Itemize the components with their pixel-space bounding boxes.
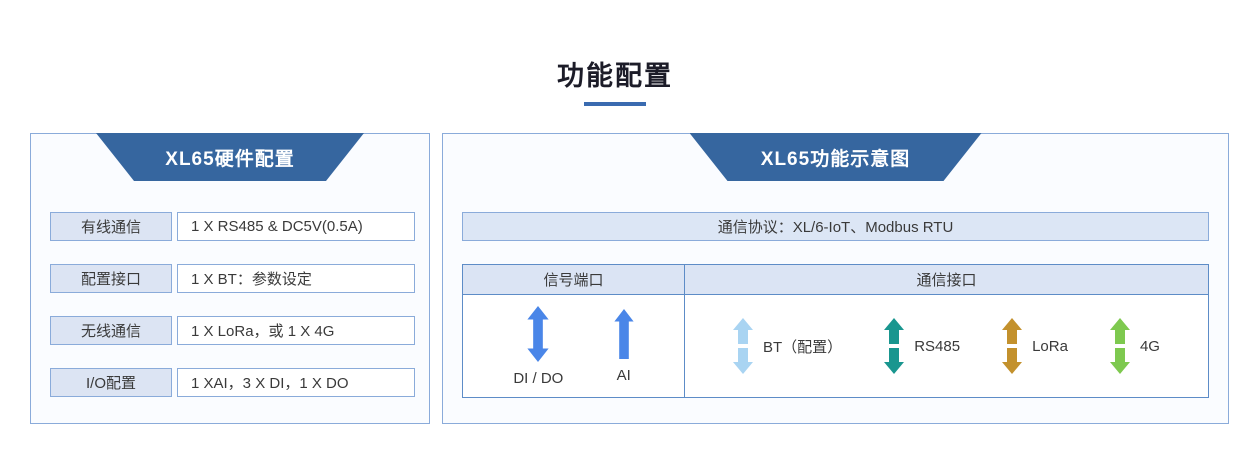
signal-ports-cell: DI / DO AI — [463, 295, 685, 397]
double-arrow-icon — [527, 305, 549, 362]
row-label: I/O配置 — [50, 368, 172, 397]
comm-interface-label: RS485 — [914, 337, 961, 355]
function-panel-title: XL65功能示意图 — [760, 148, 911, 170]
function-table-body: DI / DO AI BT（配置 — [463, 295, 1208, 397]
comm-interface-4g: 4G — [1109, 318, 1160, 374]
page-title-block: 功能配置 — [0, 54, 1230, 106]
split-double-arrow-icon — [1109, 318, 1130, 374]
comm-interface-label: BT（配置） — [763, 338, 843, 356]
signal-port-label: AI — [616, 366, 631, 384]
row-label: 配置接口 — [50, 264, 172, 293]
comm-interface-bt: BT（配置） — [733, 318, 842, 374]
row-value: 1 X BT：参数设定 — [177, 264, 415, 293]
comm-interface-lora: LoRa — [1002, 318, 1068, 374]
comm-interface-label: 4G — [1139, 337, 1160, 355]
hardware-row-config-interface: 配置接口 1 X BT：参数设定 — [50, 264, 415, 293]
page-title: 功能配置 — [557, 61, 673, 91]
function-diagram-panel: XL65功能示意图 通信协议：XL/6-IoT、Modbus RTU 信号端口 … — [442, 133, 1229, 424]
hardware-row-wired: 有线通信 1 X RS485 & DC5V(0.5A) — [50, 212, 415, 241]
row-value: 1 X LoRa，或 1 X 4G — [177, 316, 415, 345]
hardware-row-wireless: 无线通信 1 X LoRa，或 1 X 4G — [50, 316, 415, 345]
split-double-arrow-icon — [733, 318, 754, 374]
function-panel-header: XL65功能示意图 — [690, 133, 982, 181]
comm-interfaces-cell: BT（配置） RS485 LoRa — [685, 295, 1208, 397]
row-label: 无线通信 — [50, 316, 172, 345]
signal-port-di-do: DI / DO — [513, 305, 564, 387]
hardware-panel-header: XL65硬件配置 — [96, 133, 364, 181]
function-table: 信号端口 通信接口 DI / DO AI — [462, 264, 1209, 398]
signal-port-header: 信号端口 — [463, 265, 685, 294]
up-arrow-icon — [614, 308, 634, 359]
hardware-row-io: I/O配置 1 XAI，3 X DI，1 X DO — [50, 368, 415, 397]
protocol-bar: 通信协议：XL/6-IoT、Modbus RTU — [462, 212, 1209, 241]
hardware-panel-title: XL65硬件配置 — [165, 148, 295, 170]
hardware-config-panel: XL65硬件配置 有线通信 1 X RS485 & DC5V(0.5A) 配置接… — [30, 133, 430, 424]
function-table-header-row: 信号端口 通信接口 — [463, 265, 1208, 295]
title-underline — [584, 102, 646, 106]
comm-interface-label: LoRa — [1032, 337, 1068, 355]
row-value: 1 X RS485 & DC5V(0.5A) — [177, 212, 415, 241]
comm-interface-rs485: RS485 — [884, 318, 960, 374]
split-double-arrow-icon — [1002, 318, 1023, 374]
signal-port-ai: AI — [614, 308, 634, 384]
row-label: 有线通信 — [50, 212, 172, 241]
split-double-arrow-icon — [884, 318, 905, 374]
comm-interface-header: 通信接口 — [916, 272, 977, 289]
signal-port-label: DI / DO — [513, 369, 564, 387]
row-value: 1 XAI，3 X DI，1 X DO — [177, 368, 415, 397]
